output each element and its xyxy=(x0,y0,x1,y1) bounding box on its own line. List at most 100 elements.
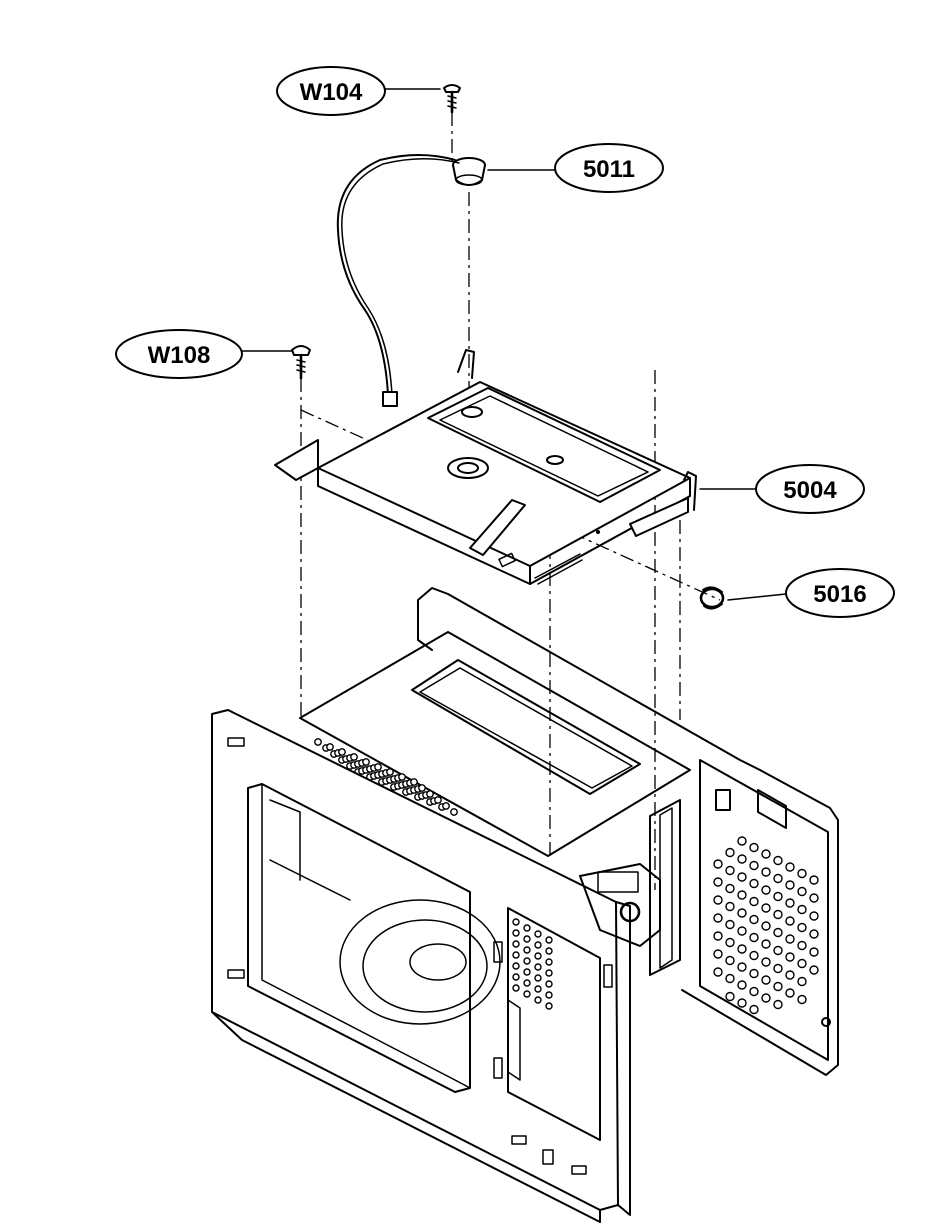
vent-hole xyxy=(523,924,531,932)
vent-hole xyxy=(773,981,783,992)
vent-hole xyxy=(785,952,795,962)
vent-hole xyxy=(761,903,771,913)
vent-hole xyxy=(749,914,759,925)
screw-w108 xyxy=(291,345,311,380)
callout-5016-label: 5016 xyxy=(813,581,866,608)
vent-hole xyxy=(773,963,783,974)
callout-w108[interactable]: W108 xyxy=(115,329,297,379)
vent-hole xyxy=(523,935,531,943)
vent-hole xyxy=(761,849,771,859)
vent-hole xyxy=(545,947,553,955)
vent-hole xyxy=(362,758,370,766)
vent-hole xyxy=(809,947,819,957)
vent-hole xyxy=(512,984,520,992)
vent-hole xyxy=(773,999,783,1010)
vent-hole xyxy=(713,877,723,887)
vent-hole xyxy=(523,990,531,998)
vent-hole xyxy=(773,909,783,920)
callout-w108-label: W108 xyxy=(148,342,211,369)
vent-hole xyxy=(809,893,819,903)
vent-hole xyxy=(809,911,819,921)
screw-w104 xyxy=(443,84,461,114)
callout-w104[interactable]: W104 xyxy=(276,66,441,116)
vent-holes-top xyxy=(314,738,458,816)
vent-hole xyxy=(545,980,553,988)
vent-hole xyxy=(761,957,771,967)
vent-hole xyxy=(713,949,723,959)
vent-hole xyxy=(314,738,322,746)
vent-hole xyxy=(386,768,394,776)
vent-hole xyxy=(785,988,795,998)
vent-hole xyxy=(725,973,735,984)
vent-hole xyxy=(713,913,723,923)
vent-hole xyxy=(737,980,747,990)
lamp-cover-plate-5004 xyxy=(274,349,697,585)
vent-hole xyxy=(785,880,795,890)
vent-hole xyxy=(797,958,807,969)
vent-hole xyxy=(785,898,795,908)
vent-hole xyxy=(442,802,450,810)
vent-hole xyxy=(534,941,542,949)
vent-holes-right xyxy=(713,836,819,1015)
vent-hole xyxy=(737,908,747,918)
vent-hole xyxy=(523,968,531,976)
vent-hole xyxy=(350,753,358,761)
vent-hole xyxy=(809,965,819,975)
vent-hole xyxy=(761,993,771,1003)
callout-5016[interactable]: 5016 xyxy=(727,568,895,618)
vent-hole xyxy=(326,743,334,751)
vent-hole xyxy=(761,939,771,949)
callout-5011[interactable]: 5011 xyxy=(487,143,664,193)
vent-hole xyxy=(545,969,553,977)
vent-hole xyxy=(512,973,520,981)
vent-hole xyxy=(737,872,747,882)
vent-hole xyxy=(523,946,531,954)
cavity-top xyxy=(299,631,691,857)
vent-hole xyxy=(534,963,542,971)
vent-hole xyxy=(534,996,542,1004)
vent-hole xyxy=(725,865,735,876)
vent-hole xyxy=(534,974,542,982)
vent-hole xyxy=(749,932,759,943)
vent-hole xyxy=(725,847,735,858)
callout-w104-label: W104 xyxy=(300,79,363,106)
vent-hole xyxy=(725,991,735,1002)
vent-hole xyxy=(713,895,723,905)
vent-hole xyxy=(545,1002,553,1010)
vent-hole xyxy=(773,891,783,902)
vent-hole xyxy=(749,842,759,853)
vent-hole xyxy=(545,958,553,966)
lamp-socket-5011 xyxy=(452,157,486,186)
vent-hole xyxy=(737,926,747,936)
vent-hole xyxy=(374,763,382,771)
vent-hole xyxy=(761,867,771,877)
vent-hole xyxy=(773,945,783,956)
vent-hole xyxy=(737,836,747,846)
vent-hole xyxy=(434,796,442,804)
vent-hole xyxy=(737,944,747,954)
vent-hole xyxy=(749,860,759,871)
vent-hole xyxy=(749,986,759,997)
vent-hole xyxy=(761,885,771,895)
vent-hole xyxy=(713,967,723,977)
vent-hole xyxy=(725,901,735,912)
vent-hole xyxy=(749,878,759,889)
vent-hole xyxy=(512,918,520,926)
vent-hole xyxy=(749,896,759,907)
vent-hole xyxy=(797,904,807,915)
vent-hole xyxy=(809,929,819,939)
vent-hole xyxy=(785,916,795,926)
cavity-front-frame xyxy=(211,709,631,1223)
vent-hole xyxy=(737,962,747,972)
clip-5016 xyxy=(699,586,725,610)
vent-hole xyxy=(797,886,807,897)
callout-5011-label: 5011 xyxy=(583,156,635,183)
vent-hole xyxy=(534,952,542,960)
callout-5004[interactable]: 5004 xyxy=(699,464,865,514)
vent-hole xyxy=(737,890,747,900)
vent-hole xyxy=(737,854,747,864)
vent-hole xyxy=(797,994,807,1005)
vent-hole xyxy=(338,748,346,756)
vent-hole xyxy=(713,931,723,941)
